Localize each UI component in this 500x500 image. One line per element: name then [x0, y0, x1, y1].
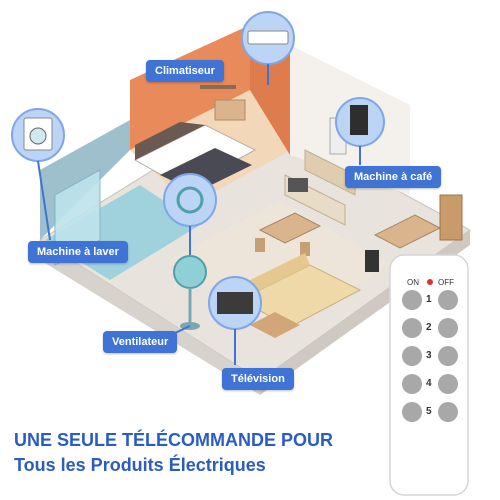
remote-button-number: 2 [426, 322, 432, 333]
coffee-machine-icon [350, 105, 368, 135]
on-button-4-right [438, 374, 458, 394]
fan-head [173, 255, 207, 289]
remote-button-number: 1 [426, 294, 432, 305]
off-button-3-left [402, 346, 422, 366]
headline-line-2: Tous les Produits Électriques [14, 455, 266, 475]
off-button-2-left [402, 318, 422, 338]
remote-body [389, 254, 469, 496]
label-machine-laver: Machine à laver [28, 241, 128, 263]
off-button-5-left [402, 402, 422, 422]
wall-shelf [200, 85, 236, 89]
washer-pin [37, 160, 51, 241]
off-button-4-left [402, 374, 422, 394]
remote-button-number: 5 [426, 406, 432, 417]
headline-line-1: UNE SEULE TÉLÉCOMMANDE POUR [14, 430, 334, 450]
off-button-1-left [402, 290, 422, 310]
label-climatiseur: Climatiseur [146, 60, 224, 82]
ac-icon [247, 30, 289, 45]
bed-headboard [135, 122, 205, 160]
coffee-table [250, 312, 300, 338]
remote-left-buttons [402, 290, 422, 422]
kitchen-upper-counter [304, 149, 356, 196]
on-button-5-right [438, 402, 458, 422]
remote-off-label: OFF [438, 278, 454, 287]
remote-on-label: ON [407, 278, 419, 287]
on-button-2-right [438, 318, 458, 338]
bedroom-back-wall [130, 25, 250, 150]
bookshelf [439, 194, 463, 241]
remote-right-buttons [438, 290, 458, 422]
label-ventilateur: Ventilateur [103, 331, 178, 353]
fan-bubble [163, 173, 217, 227]
dining-chair [300, 242, 310, 256]
remote-button-number: 4 [426, 378, 432, 389]
on-button-1-right [438, 290, 458, 310]
washer-door-icon [29, 127, 47, 145]
tv-icon [217, 292, 253, 314]
remote-led [427, 279, 433, 285]
label-television: Télévision [222, 368, 294, 390]
stove [288, 178, 308, 192]
office-chair [365, 250, 379, 272]
on-button-3-right [438, 346, 458, 366]
label-machine-cafe: Machine à café [345, 166, 442, 188]
front-wall-left [40, 240, 260, 395]
dining-table [258, 212, 322, 244]
fan-icon [176, 186, 204, 214]
remote-button-number: 3 [426, 350, 432, 361]
dining-chair [255, 238, 265, 252]
dresser [214, 99, 246, 121]
